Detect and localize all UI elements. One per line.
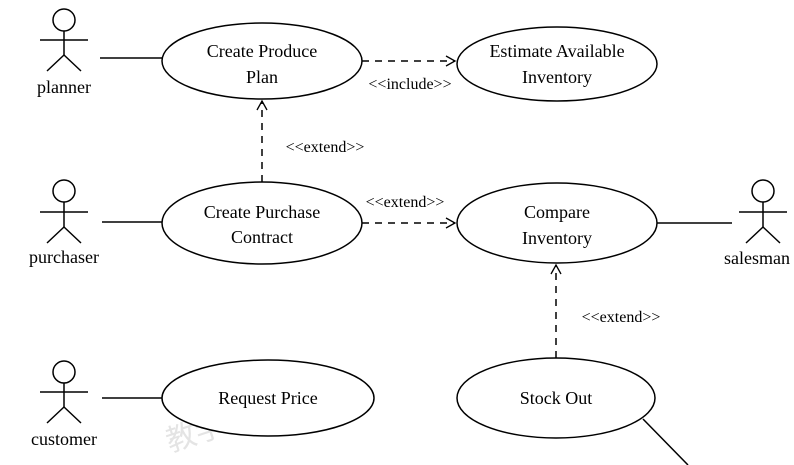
association-stock-out — [642, 418, 689, 465]
use-case-label: Create Produce — [207, 41, 317, 61]
stick-figure-icon — [40, 8, 88, 72]
actor-label: customer — [31, 429, 97, 449]
associations — [100, 57, 732, 465]
dependencies — [256, 55, 562, 358]
use-case-stock-out[interactable]: Stock Out — [456, 357, 656, 439]
actor-salesman[interactable]: salesman — [724, 179, 790, 268]
use-case-request-price[interactable]: Request Price — [161, 359, 375, 437]
use-case-label: Inventory — [522, 67, 592, 87]
use-case-label: Create Purchase — [204, 202, 320, 222]
use-case-create-purchase-contract[interactable]: Create Purchase Contract — [161, 181, 363, 265]
use-case-estimate-available-inventory[interactable]: Estimate Available Inventory — [456, 26, 658, 102]
use-case-label: Plan — [246, 67, 278, 87]
use-case-label: Contract — [231, 227, 293, 247]
actor-customer[interactable]: customer — [31, 360, 97, 449]
stick-figure-icon — [40, 360, 88, 424]
actor-label: salesman — [724, 248, 790, 268]
extend-label: <<extend>> — [286, 139, 365, 156]
use-case-create-produce-plan[interactable]: Create Produce Plan — [161, 22, 363, 100]
actor-purchaser[interactable]: purchaser — [29, 179, 99, 267]
stick-figure-icon — [40, 179, 88, 244]
use-case-label: Compare — [524, 202, 590, 222]
use-case-label: Request Price — [218, 388, 317, 408]
extend-label: <<extend>> — [582, 309, 661, 326]
use-case-label: Estimate Available — [489, 41, 624, 61]
include-label: <<include>> — [368, 76, 451, 93]
extend-label: <<extend>> — [366, 194, 445, 211]
use-case-label: Stock Out — [520, 388, 593, 408]
actor-planner[interactable]: planner — [37, 8, 91, 97]
actor-label: purchaser — [29, 247, 99, 267]
use-case-compare-inventory[interactable]: Compare Inventory — [456, 182, 658, 264]
actor-label: planner — [37, 77, 91, 97]
use-case-label: Inventory — [522, 228, 592, 248]
stick-figure-icon — [739, 179, 787, 244]
